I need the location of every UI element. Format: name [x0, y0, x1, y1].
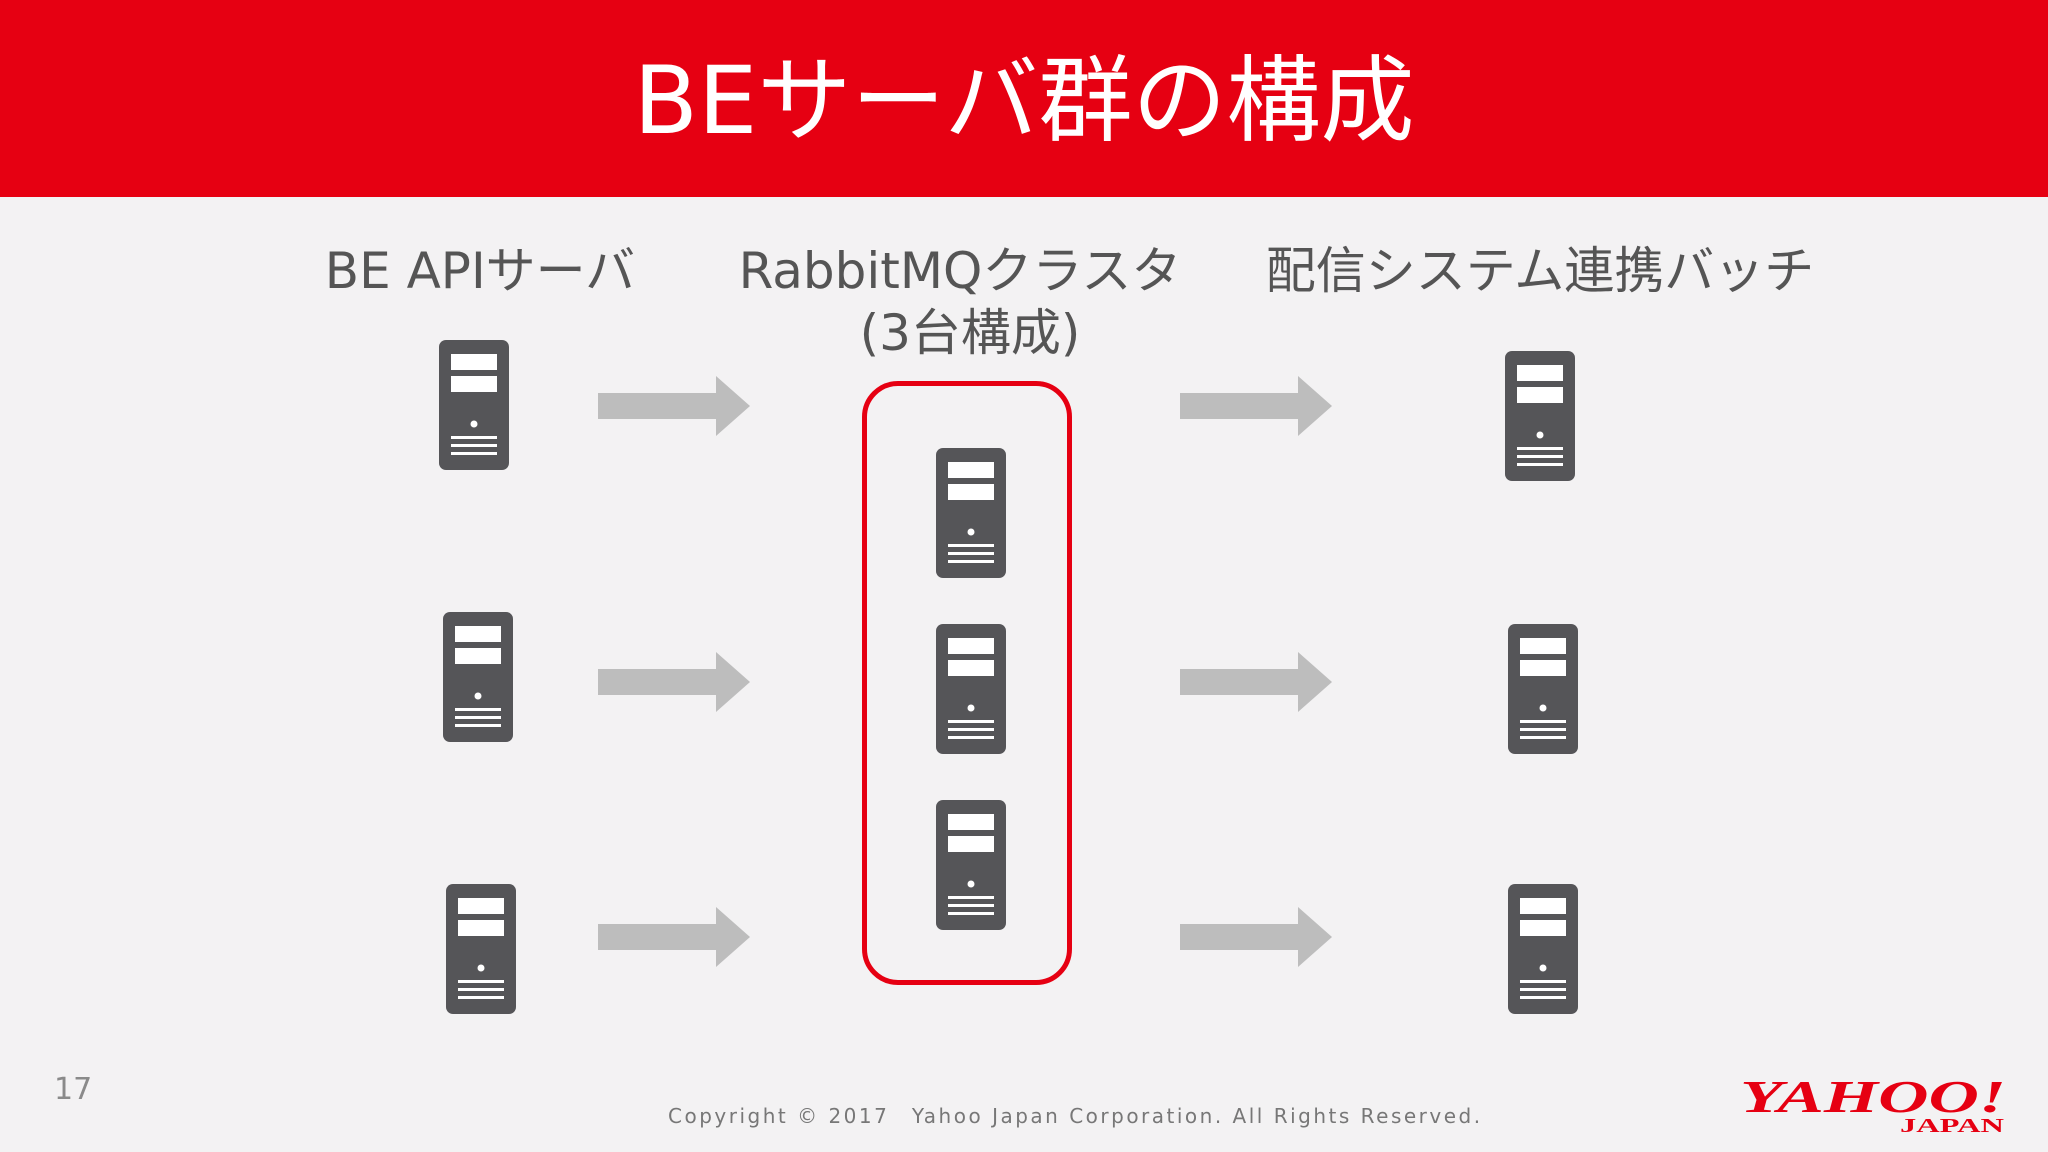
- svg-text:JAPAN: JAPAN: [1900, 1115, 2005, 1134]
- server-icon: [1505, 351, 1575, 481]
- delivery-batch-label: 配信システム連携バッチ: [1265, 242, 1815, 300]
- copyright-notice: Copyright © 2017 Yahoo Japan Corporation…: [668, 1104, 1483, 1128]
- server-icon: [936, 624, 1006, 754]
- rabbitmq-cluster-box: [862, 381, 1072, 985]
- server-icon: [439, 340, 509, 470]
- server-icon: [446, 884, 516, 1014]
- arrow-right-icon: [598, 376, 750, 436]
- server-icon: [936, 800, 1006, 930]
- rabbitmq-cluster-count-label: (3台構成): [859, 304, 1081, 362]
- server-icon: [443, 612, 513, 742]
- arrow-right-icon: [1180, 652, 1332, 712]
- arrow-right-icon: [1180, 907, 1332, 967]
- arrow-right-icon: [598, 652, 750, 712]
- be-api-server-label: BE APIサーバ: [324, 242, 636, 300]
- server-icon: [936, 448, 1006, 578]
- server-icon: [1508, 624, 1578, 754]
- rabbitmq-cluster-label: RabbitMQクラスタ: [738, 242, 1182, 300]
- title-bar: [0, 0, 2048, 197]
- arrow-right-icon: [598, 907, 750, 967]
- arrow-right-icon: [1180, 376, 1332, 436]
- svg-text:YAHOO!: YAHOO!: [1740, 1072, 2006, 1122]
- yahoo-japan-logo: YAHOO! JAPAN: [1740, 1072, 2006, 1134]
- slide-title: BEサーバ群の構成: [633, 46, 1415, 156]
- server-icon: [1508, 884, 1578, 1014]
- page-number: 17: [54, 1072, 93, 1107]
